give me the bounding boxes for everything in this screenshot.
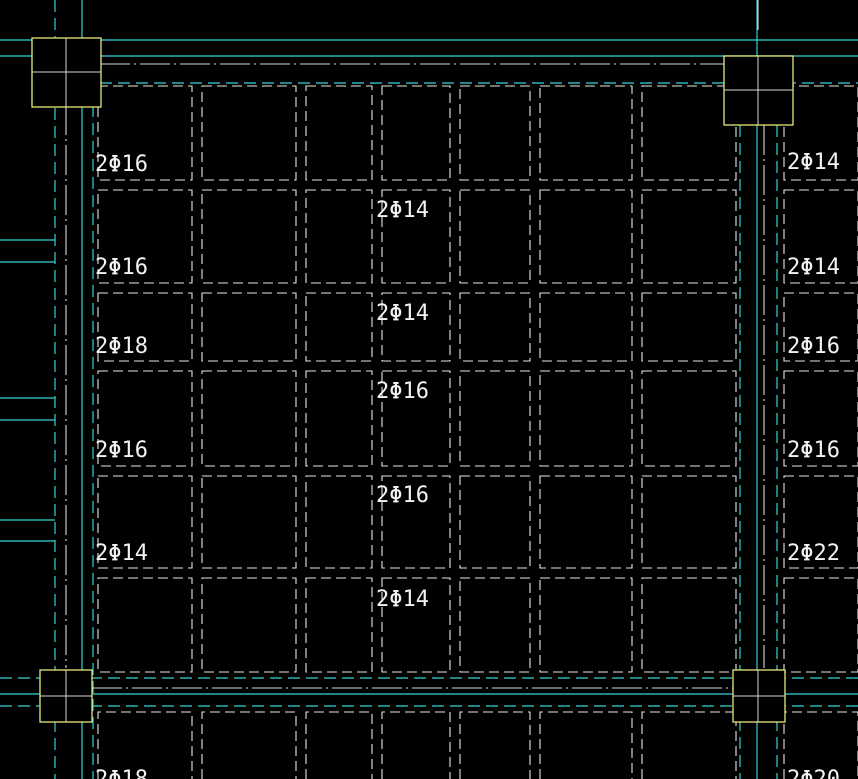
rebar-panel: [97, 475, 193, 569]
rebar-panel: [305, 711, 373, 779]
rebar-label-right-2[interactable]: 2Φ14: [787, 255, 840, 280]
rebar-panel: [459, 475, 531, 569]
rebar-label-left-5[interactable]: 2Φ14: [95, 541, 148, 566]
rebar-panel: [381, 189, 451, 284]
rebar-label-right-4[interactable]: 2Φ16: [787, 438, 840, 463]
rebar-panel: [459, 711, 531, 779]
rebar-panel: [305, 85, 373, 181]
rebar-panel: [201, 292, 297, 362]
rebar-panel: [783, 292, 858, 362]
rebar-label-center-4[interactable]: 2Φ16: [376, 483, 429, 508]
rebar-label-right-5[interactable]: 2Φ22: [787, 541, 840, 566]
rebar-label-center-1[interactable]: 2Φ14: [376, 198, 429, 223]
rebar-panel: [305, 189, 373, 284]
rebar-panel: [201, 189, 297, 284]
column-crosshairs: [32, 38, 793, 722]
rebar-label-left-3[interactable]: 2Φ18: [95, 334, 148, 359]
rebar-panel: [459, 85, 531, 181]
rebar-panel: [641, 370, 737, 467]
rebar-panel: [783, 711, 858, 779]
rebar-panel: [783, 85, 858, 181]
rebar-panel: [201, 577, 297, 673]
rebar-label-left-4[interactable]: 2Φ16: [95, 438, 148, 463]
rebar-panel: [381, 370, 451, 467]
rebar-panel: [201, 711, 297, 779]
rebar-panel: [539, 711, 633, 779]
rebar-label-right-3[interactable]: 2Φ16: [787, 334, 840, 359]
rebar-panel: [201, 370, 297, 467]
rebar-panel: [305, 370, 373, 467]
rebar-label-left-1[interactable]: 2Φ16: [95, 152, 148, 177]
rebar-panel: [783, 577, 858, 673]
rebar-panel: [539, 292, 633, 362]
rebar-label-left-2[interactable]: 2Φ16: [95, 255, 148, 280]
rebar-panel: [381, 85, 451, 181]
rebar-panel: [641, 475, 737, 569]
rebar-panel: [783, 370, 858, 467]
rebar-panel: [459, 577, 531, 673]
rebar-label-center-2[interactable]: 2Φ14: [376, 301, 429, 326]
rebar-panel: [641, 292, 737, 362]
rebar-panel: [459, 189, 531, 284]
rebar-panel: [97, 189, 193, 284]
rebar-panel: [459, 370, 531, 467]
rebar-panel: [201, 85, 297, 181]
rebar-panel: [97, 711, 193, 779]
rebar-label-left-6[interactable]: 2Φ18: [95, 767, 148, 779]
rebar-panel: [381, 292, 451, 362]
rebar-panel: [539, 577, 633, 673]
beam-lines: [65, 0, 765, 689]
rebar-panel: [97, 292, 193, 362]
rebar-panel: [381, 475, 451, 569]
rebar-panel: [97, 85, 193, 181]
rebar-panel: [305, 577, 373, 673]
rebar-panel: [641, 85, 737, 181]
rebar-panel: [97, 370, 193, 467]
rebar-panel: [459, 292, 531, 362]
rebar-panel: [381, 577, 451, 673]
rebar-label-right-1[interactable]: 2Φ14: [787, 150, 840, 175]
rebar-panel: [97, 577, 193, 673]
rebar-panel: [381, 711, 451, 779]
rebar-panel: [641, 189, 737, 284]
rebar-panel: [641, 711, 737, 779]
rebar-panel: [783, 189, 858, 284]
rebar-label-right-6[interactable]: 2Φ20: [787, 767, 840, 779]
rebar-panel: [539, 370, 633, 467]
rebar-grid: [97, 85, 858, 779]
rebar-panel: [783, 475, 858, 569]
rebar-panel: [539, 85, 633, 181]
rebar-labels: 2Φ16 2Φ16 2Φ18 2Φ16 2Φ14 2Φ18 2Φ14 2Φ14 …: [95, 150, 840, 779]
rebar-panel: [539, 475, 633, 569]
rebar-panel: [201, 475, 297, 569]
rebar-label-center-3[interactable]: 2Φ16: [376, 379, 429, 404]
rebar-label-center-5[interactable]: 2Φ14: [376, 587, 429, 612]
rebar-panel: [539, 189, 633, 284]
rebar-panel: [305, 475, 373, 569]
